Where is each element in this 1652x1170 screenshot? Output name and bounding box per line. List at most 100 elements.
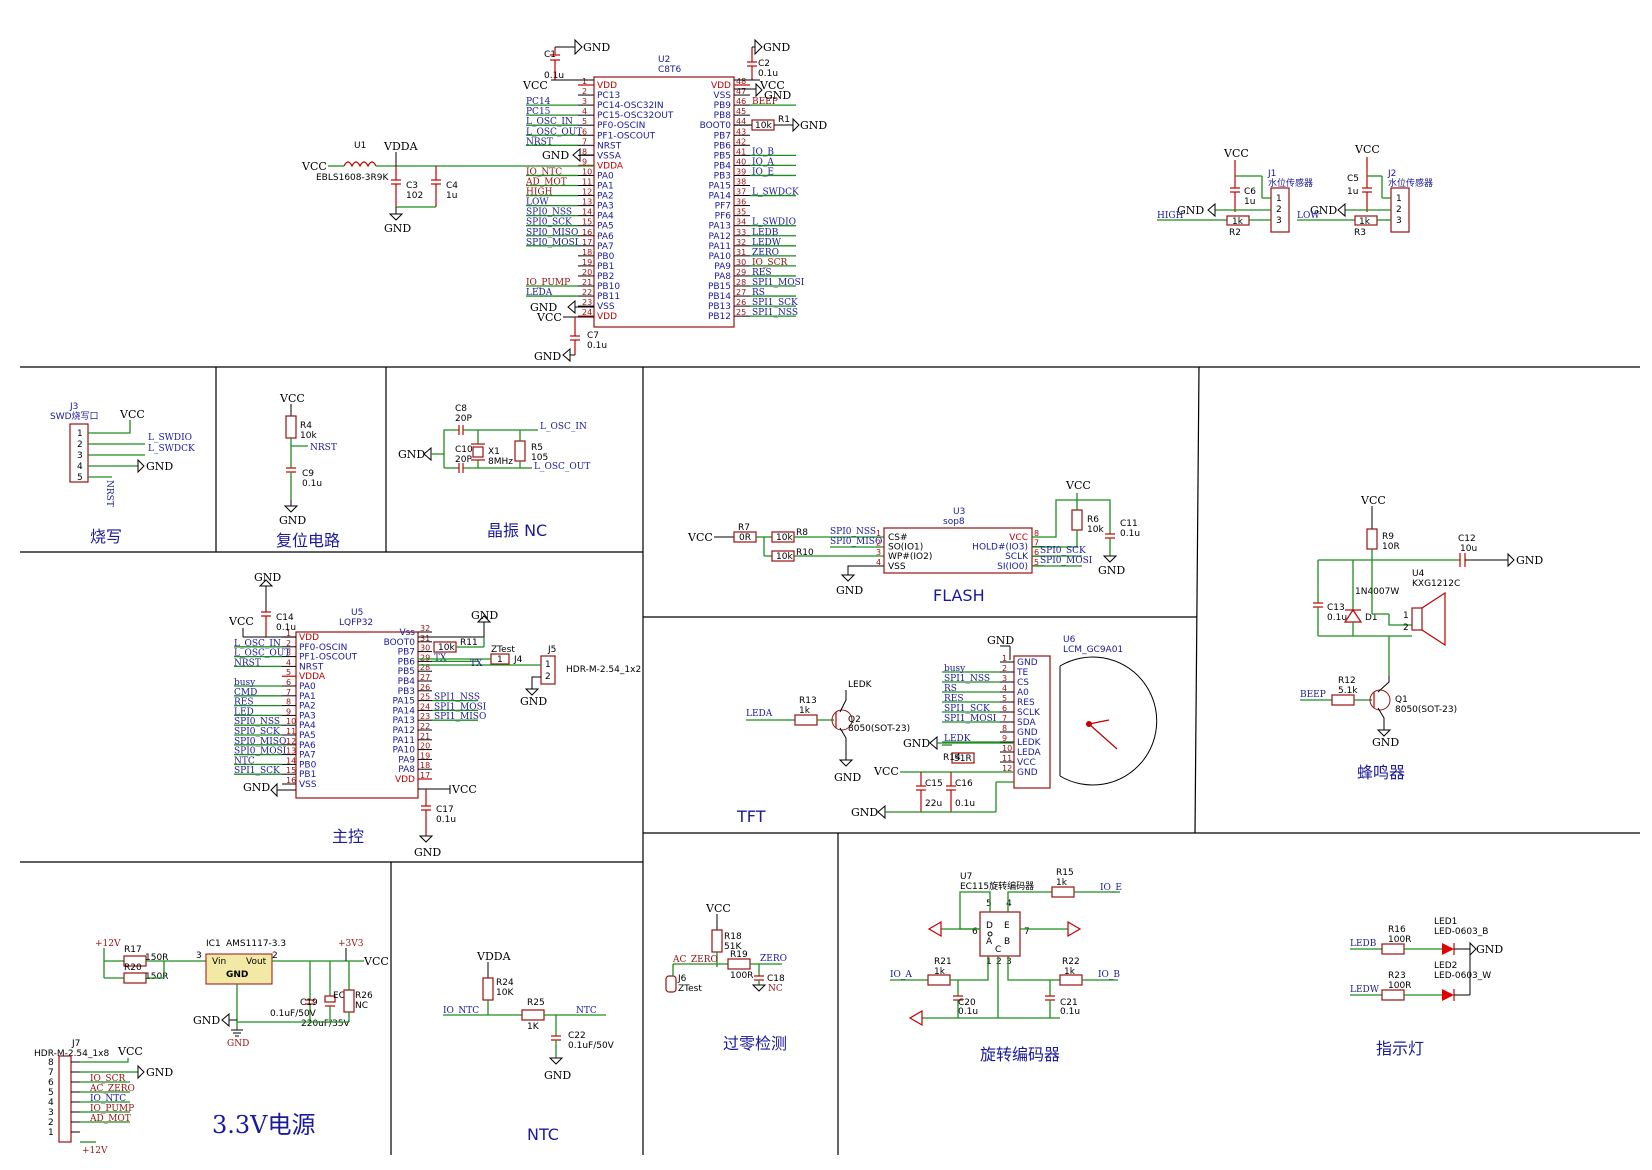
net-label: SPI1_MISO	[434, 712, 486, 722]
pin-number: 14	[286, 756, 296, 765]
svg-text:ZTest: ZTest	[491, 645, 515, 655]
pin-number: 5	[48, 1088, 54, 1098]
svg-text:GND: GND	[146, 1066, 173, 1079]
net-label: IO_NTC	[526, 167, 562, 177]
pin-name: NRST	[299, 662, 324, 672]
svg-text:LQFP32: LQFP32	[339, 618, 373, 628]
pin-number: 27	[736, 288, 746, 297]
svg-text:51K: 51K	[724, 942, 742, 952]
net-label: RES	[944, 694, 964, 704]
svg-text:C5: C5	[1347, 174, 1359, 184]
svg-text:E: E	[1004, 921, 1010, 931]
title-crystal: 晶振 NC	[487, 521, 547, 540]
svg-text:+3V3: +3V3	[338, 939, 364, 949]
net-label: NRST	[526, 137, 553, 147]
svg-text:J7: J7	[71, 1039, 80, 1049]
svg-text:IO_E: IO_E	[1100, 883, 1122, 893]
svg-text:L_SWDIO: L_SWDIO	[148, 433, 192, 443]
svg-text:GND: GND	[763, 41, 790, 54]
svg-text:1: 1	[545, 660, 551, 670]
pin-number: 24	[420, 702, 430, 711]
svg-text:5: 5	[77, 473, 83, 483]
svg-text:J3: J3	[69, 402, 78, 412]
pin-name: BOOT0	[384, 638, 416, 648]
pin-name: VDDA	[597, 161, 624, 171]
svg-text:D: D	[986, 921, 993, 931]
svg-text:1k: 1k	[934, 967, 946, 977]
pin-number: 10	[582, 167, 592, 176]
svg-text:C: C	[995, 945, 1001, 955]
svg-text:VCC: VCC	[1065, 479, 1091, 492]
svg-text:10k: 10k	[776, 552, 793, 562]
pin-number: 3	[582, 97, 587, 106]
pin-name: BOOT0	[700, 121, 732, 131]
pin-number: 7	[48, 1068, 54, 1078]
pin-name: PA15	[393, 697, 415, 707]
pin-number: 39	[736, 167, 746, 176]
svg-text:ZERO: ZERO	[760, 954, 787, 964]
svg-text:VCC: VCC	[536, 311, 562, 324]
pin-name: PA15	[709, 182, 731, 192]
pin-name: PA2	[299, 702, 316, 712]
svg-text:R4: R4	[300, 421, 312, 431]
pin-name: PB1	[299, 770, 316, 780]
svg-text:0.1u: 0.1u	[276, 623, 296, 633]
svg-text:GND: GND	[836, 584, 863, 597]
svg-text:VCC: VCC	[522, 79, 548, 92]
pin-name: PA12	[393, 726, 415, 736]
pin-name: PA13	[393, 716, 415, 726]
net-label: RS	[752, 288, 765, 298]
svg-text:GND: GND	[764, 89, 791, 102]
svg-text:LEDK: LEDK	[848, 680, 873, 690]
pin-number: 1	[876, 529, 881, 538]
net-label: AC_ZERO	[89, 1084, 135, 1094]
svg-text:0.1u: 0.1u	[958, 1007, 978, 1017]
pin-number: 25	[420, 693, 430, 702]
pin-number: 16	[286, 776, 296, 785]
svg-text:Q2: Q2	[848, 715, 861, 725]
svg-text:U5: U5	[351, 608, 363, 618]
svg-text:C4: C4	[446, 181, 458, 191]
pin-name: VDD	[597, 312, 617, 322]
pin-number: 33	[736, 228, 746, 237]
svg-text:GND: GND	[146, 460, 173, 473]
svg-text:NRST: NRST	[104, 480, 114, 507]
svg-text:R11: R11	[460, 638, 478, 648]
svg-text:LED-0603_B: LED-0603_B	[1434, 927, 1488, 937]
title-led: 指示灯	[1376, 1039, 1424, 1058]
net-label: L_OSC_OUT	[526, 127, 582, 137]
svg-text:100R: 100R	[730, 971, 753, 981]
svg-text:R16: R16	[1388, 925, 1406, 935]
svg-text:X1: X1	[488, 447, 500, 457]
pin-number: 4	[1002, 684, 1007, 693]
pin-number: 44	[736, 117, 746, 126]
net-label: IO_PUMP	[526, 278, 570, 288]
svg-text:2: 2	[1403, 623, 1409, 633]
svg-text:LCM_GC9A01: LCM_GC9A01	[1063, 645, 1123, 655]
pin-name: VCC	[1009, 533, 1028, 543]
pin-name: CS	[1017, 678, 1029, 688]
svg-text:R10: R10	[796, 548, 814, 558]
svg-text:GND: GND	[1177, 204, 1204, 217]
pin-number: 20	[582, 268, 592, 277]
pin-number: 4	[286, 658, 291, 667]
svg-text:R7: R7	[738, 523, 750, 533]
pin-number: 21	[582, 278, 592, 287]
pin-number: 6	[1034, 548, 1039, 557]
pin-name: RES	[1017, 698, 1035, 708]
pin-number: 1	[286, 629, 291, 638]
pin-number: 14	[582, 208, 592, 217]
svg-text:150R: 150R	[145, 972, 168, 982]
net-label: SPI0_SCK	[234, 727, 280, 737]
pin-number: 4	[582, 107, 587, 116]
svg-text:R21: R21	[934, 957, 952, 967]
svg-text:2: 2	[996, 957, 1002, 967]
net-label: IO_SCR	[752, 258, 787, 268]
svg-text:10k: 10k	[438, 643, 455, 653]
svg-text:D1: D1	[1365, 613, 1378, 623]
pin-number: 11	[1002, 754, 1012, 763]
net-label: SPI0_MISO	[234, 737, 286, 747]
svg-text:0.1u: 0.1u	[544, 71, 564, 81]
svg-text:VCC: VCC	[119, 408, 145, 421]
